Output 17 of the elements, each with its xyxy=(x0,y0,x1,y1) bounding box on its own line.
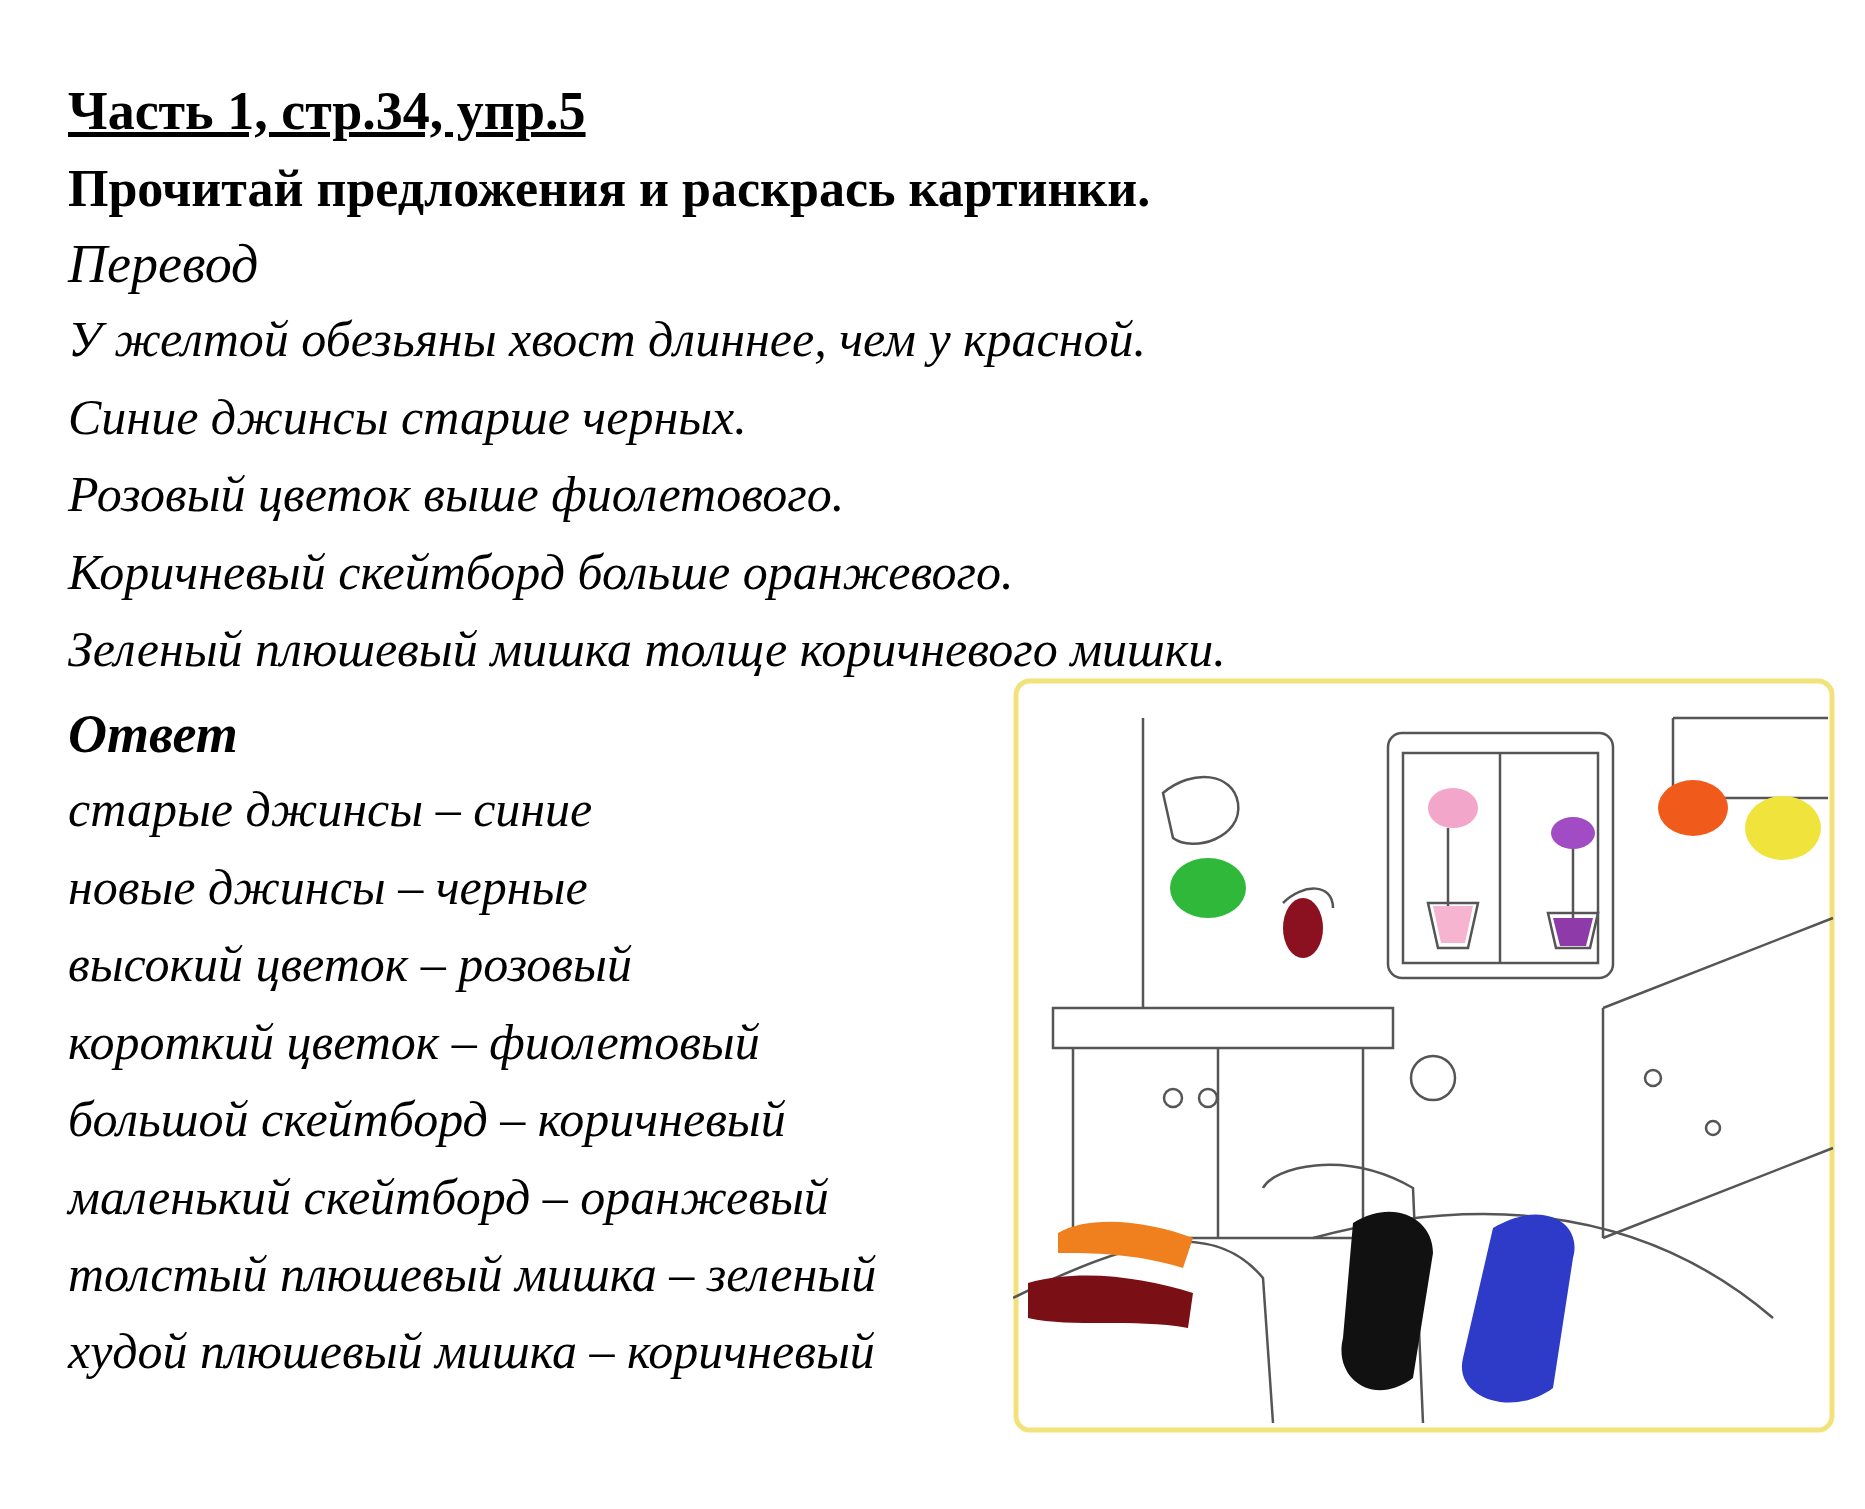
answer-line: маленький скейтборд – оранжевый xyxy=(68,1170,829,1225)
answer-line: худой плюшевый мишка – коричневый xyxy=(68,1324,875,1379)
translation-sentence: Зеленый плюшевый мишка толще коричневого мишки. xyxy=(68,622,1226,677)
answer-line: высокий цветок – розовый xyxy=(68,937,632,992)
task-instruction: Прочитай предложения и раскрась картинки. xyxy=(68,160,1151,218)
translation-sentence: Синие джинсы старше черных. xyxy=(68,390,747,445)
answer-line: большой скейтборд – коричневый xyxy=(68,1092,786,1147)
answer-line: толстый плюшевый мишка – зеленый xyxy=(68,1247,877,1302)
answer-line: старые джинсы – синие xyxy=(68,782,593,837)
translation-sentence: Розовый цветок выше фиолетового. xyxy=(68,467,845,522)
answer-line: новые джинсы – черные xyxy=(68,860,588,915)
answer-line: короткий цветок – фиолетовый xyxy=(68,1015,760,1070)
translation-sentence: У желтой обезьяны хвост длиннее, чем у красной. xyxy=(68,312,1146,367)
translation-sentence: Коричневый скейтборд больше оранжевого. xyxy=(68,545,1014,600)
exercise-heading: Часть 1, стр.34, упр.5 xyxy=(68,82,586,142)
section-heading: Перевод xyxy=(68,235,259,295)
section-heading: Ответ xyxy=(68,705,238,765)
